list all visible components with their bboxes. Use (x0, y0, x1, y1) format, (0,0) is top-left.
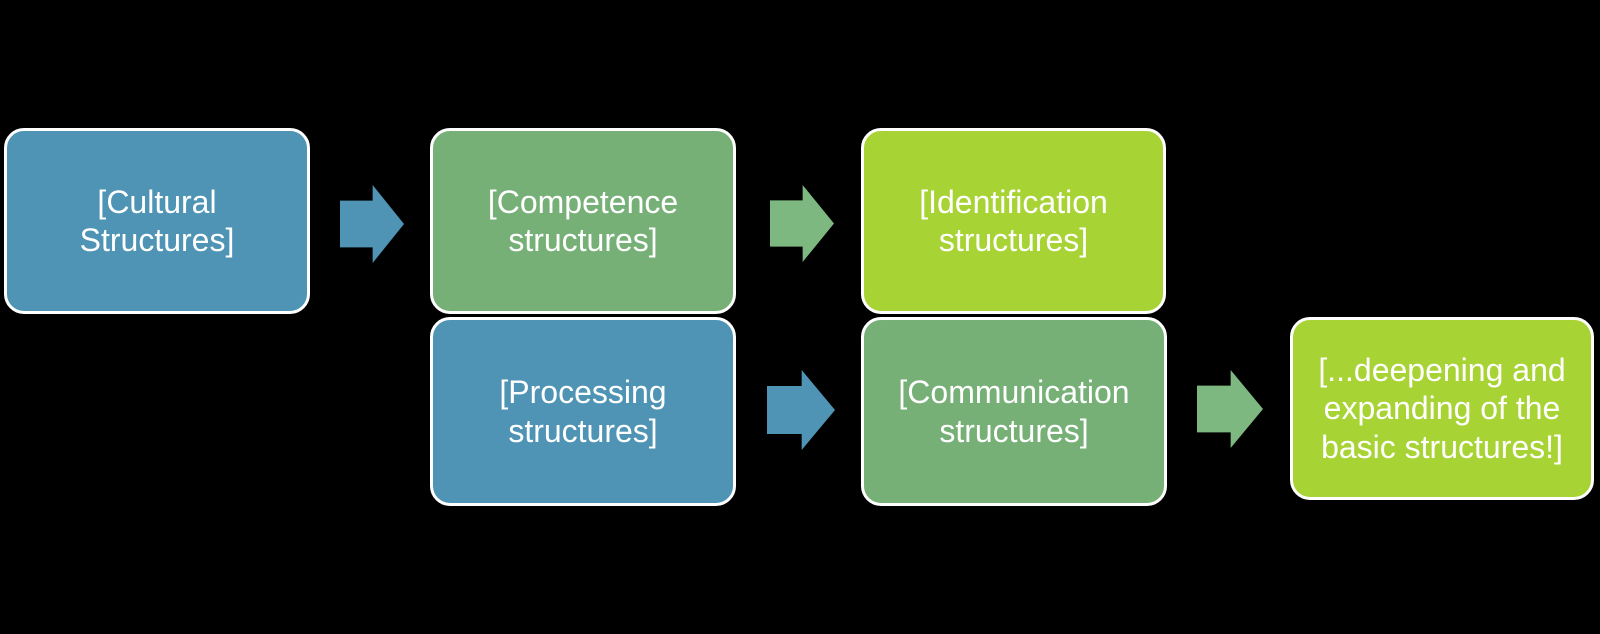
right-arrow-icon (770, 185, 834, 262)
node-label: [Cultural Structures] (79, 183, 235, 258)
node-label: [Communication structures] (898, 374, 1130, 449)
right-arrow-icon (1197, 370, 1263, 448)
node-cultural-structures: [Cultural Structures] (4, 128, 310, 314)
node-processing-structures: [Processing structures] (430, 317, 736, 506)
node-label: [...deepening and expanding of the basic… (1318, 351, 1566, 465)
right-arrow-icon (340, 185, 404, 263)
node-identification-structures: [Identification structures] (861, 128, 1166, 314)
node-label: [Competence structures] (487, 183, 679, 258)
right-arrow-icon (767, 370, 835, 450)
node-communication-structures: [Communication structures] (861, 317, 1167, 506)
node-competence-structures: [Competence structures] (430, 128, 736, 314)
node-deepening-expanding-structures: [...deepening and expanding of the basic… (1290, 317, 1594, 500)
node-label: [Processing structures] (499, 374, 667, 449)
node-label: [Identification structures] (919, 183, 1108, 258)
